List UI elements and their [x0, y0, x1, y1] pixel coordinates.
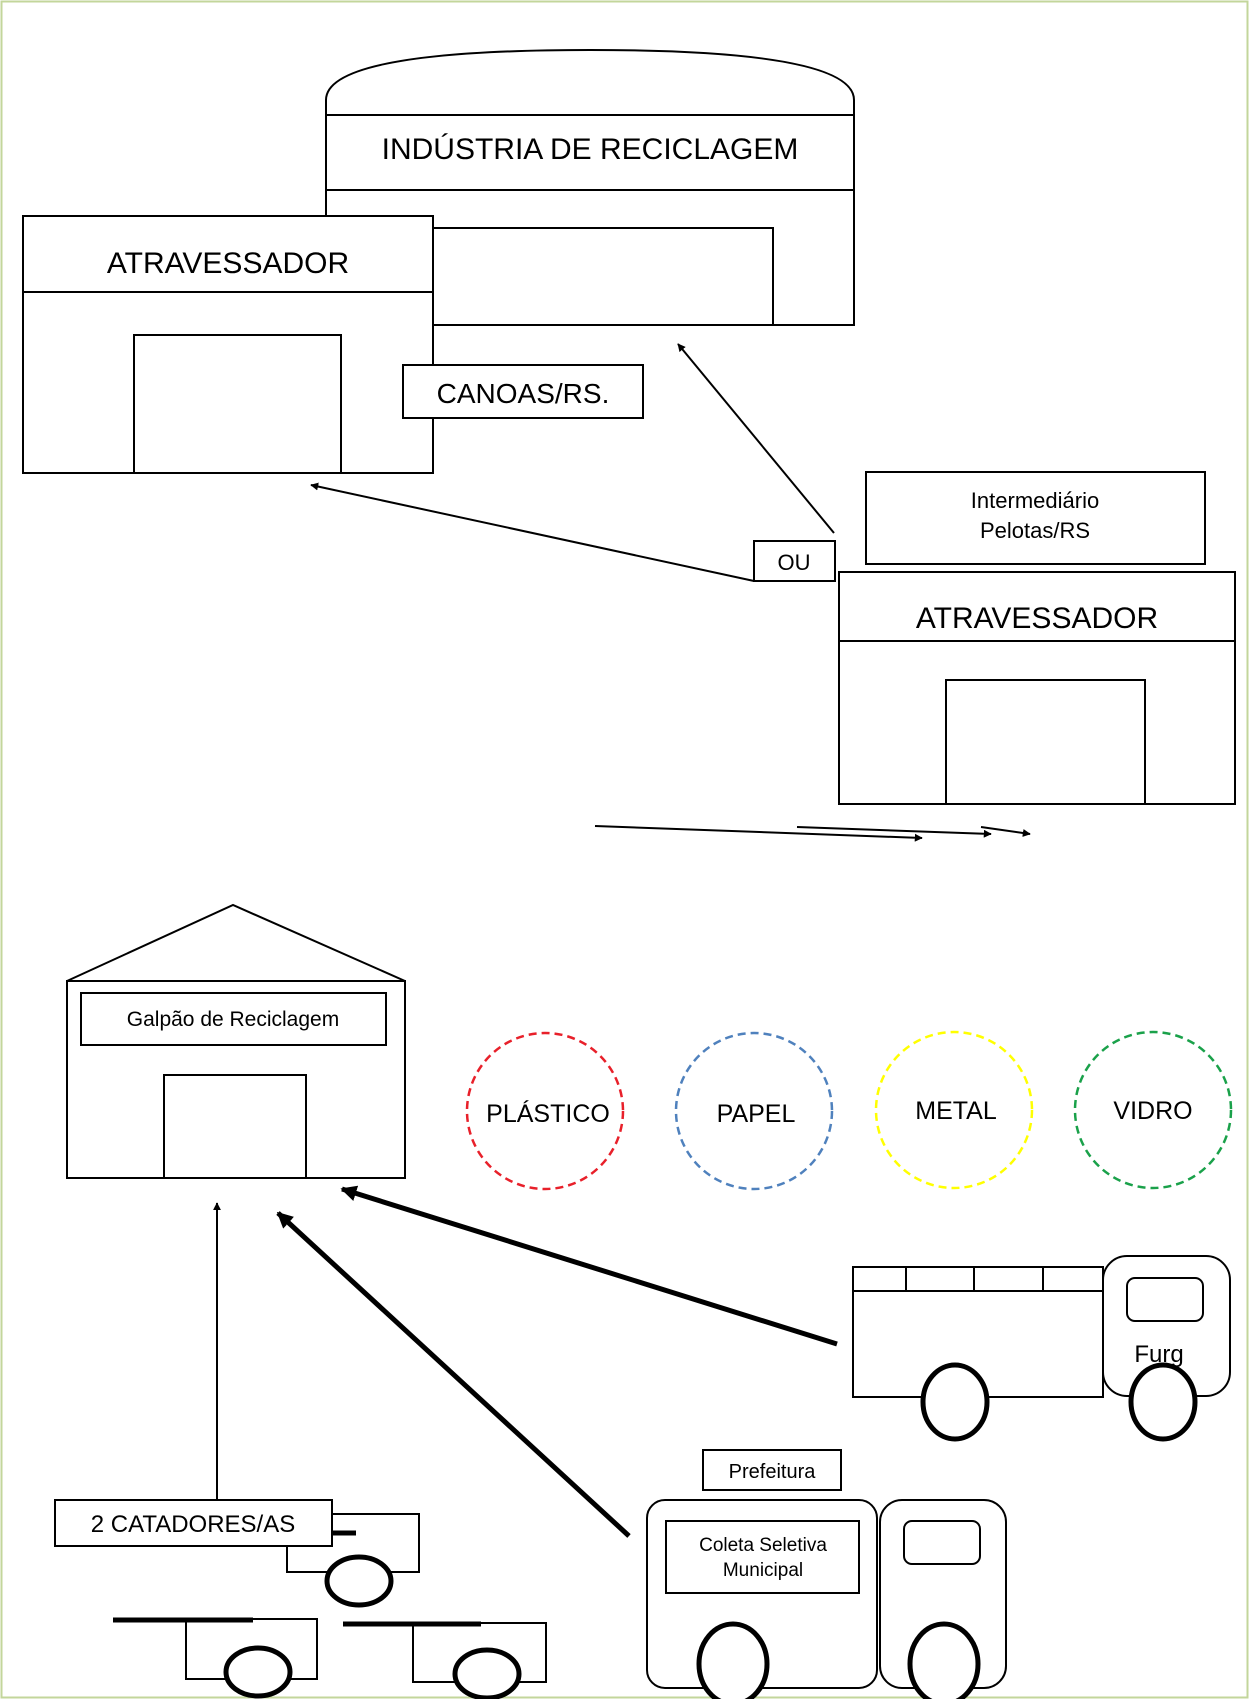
catador-cart-3	[343, 1621, 547, 1701]
atravessador-canoas-building: ATRAVESSADOR CANOAS/RS.	[22, 215, 644, 474]
material-vidro: VIDRO	[1073, 1030, 1233, 1190]
intermediario-box	[865, 471, 1206, 565]
atravessador-canoas-label: ATRAVESSADOR	[107, 247, 349, 280]
arrow-papel	[796, 826, 992, 838]
material-papel-label: PAPEL	[717, 1100, 796, 1128]
intermediario-line1: Intermediário	[971, 488, 1099, 513]
atravessador-pelotas-label: ATRAVESSADOR	[916, 602, 1158, 635]
prefeitura-truck: Prefeitura Coleta Seletiva Municipal	[646, 1449, 1007, 1704]
furg-truck-window	[1126, 1277, 1204, 1322]
coleta-line1: Coleta Seletiva	[699, 1535, 827, 1556]
prefeitura-wheel-rear	[696, 1621, 770, 1704]
catadores-label: 2 CATADORES/AS	[91, 1511, 296, 1538]
prefeitura-box	[702, 1449, 842, 1491]
galpao-label-box	[80, 992, 387, 1046]
material-plastico: PLÁSTICO	[465, 1031, 625, 1191]
industria-building: INDÚSTRIA DE RECICLAGEM	[325, 48, 855, 326]
ou-box	[753, 540, 836, 582]
galpao-building: Galpão de Reciclagem	[66, 903, 406, 1179]
prefeitura-wheel-front	[907, 1621, 981, 1704]
atravessador-canoas-door	[133, 334, 342, 474]
furg-wheel-front	[1128, 1362, 1198, 1442]
material-papel: PAPEL	[674, 1031, 834, 1191]
industria-label: INDÚSTRIA DE RECICLAGEM	[382, 133, 799, 166]
material-metal-label: METAL	[915, 1097, 997, 1125]
arrow-prefeitura	[276, 1211, 631, 1538]
prefeitura-label: Prefeitura	[729, 1461, 817, 1483]
material-plastico-label: PLÁSTICO	[486, 1099, 610, 1128]
material-metal: METAL	[874, 1030, 1034, 1190]
material-vidro-label: VIDRO	[1113, 1097, 1192, 1125]
galpao-door	[163, 1074, 307, 1179]
ou-label: OU	[778, 550, 811, 575]
canoas-location-label: CANOAS/RS.	[437, 378, 610, 409]
furg-truck: Furg	[852, 1255, 1231, 1442]
catadores-box	[54, 1499, 333, 1547]
arrow-to-canoas	[310, 482, 755, 582]
furg-wheel-rear	[920, 1362, 990, 1442]
galpao-label: Galpão de Reciclagem	[127, 1008, 339, 1031]
intermediario-line2: Pelotas/RS	[980, 518, 1090, 543]
industria-door	[419, 227, 774, 326]
coleta-label-box	[665, 1520, 860, 1594]
arrow-to-industria	[677, 343, 835, 534]
prefeitura-truck-window	[903, 1520, 981, 1565]
arrow-plastico	[594, 825, 923, 842]
atravessador-pelotas-building: ATRAVESSADOR	[838, 571, 1236, 805]
atravessador-pelotas-door	[945, 679, 1146, 805]
arrow-metal	[980, 826, 1031, 837]
coleta-line2: Municipal	[723, 1560, 803, 1581]
catador-cart-2	[113, 1617, 318, 1699]
canoas-location-box	[402, 364, 644, 419]
arrow-furg	[340, 1185, 838, 1347]
